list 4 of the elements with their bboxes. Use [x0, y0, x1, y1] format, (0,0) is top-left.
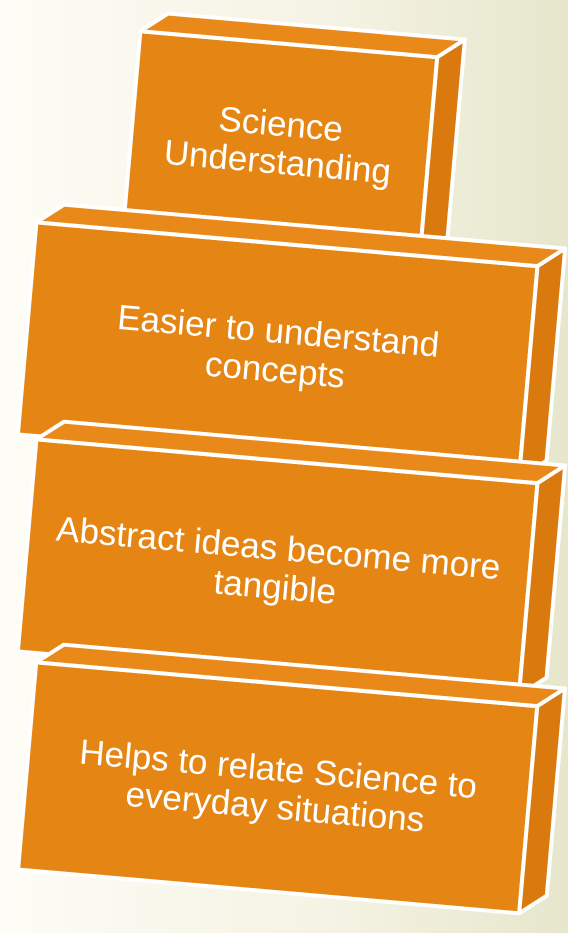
block-label: Abstract ideas become more tangible — [54, 510, 503, 614]
block-label: Science Understanding — [161, 98, 394, 194]
block-label: Easier to understand concepts — [114, 296, 442, 398]
block-label: Helps to relate Science to everyday situations — [76, 731, 480, 842]
